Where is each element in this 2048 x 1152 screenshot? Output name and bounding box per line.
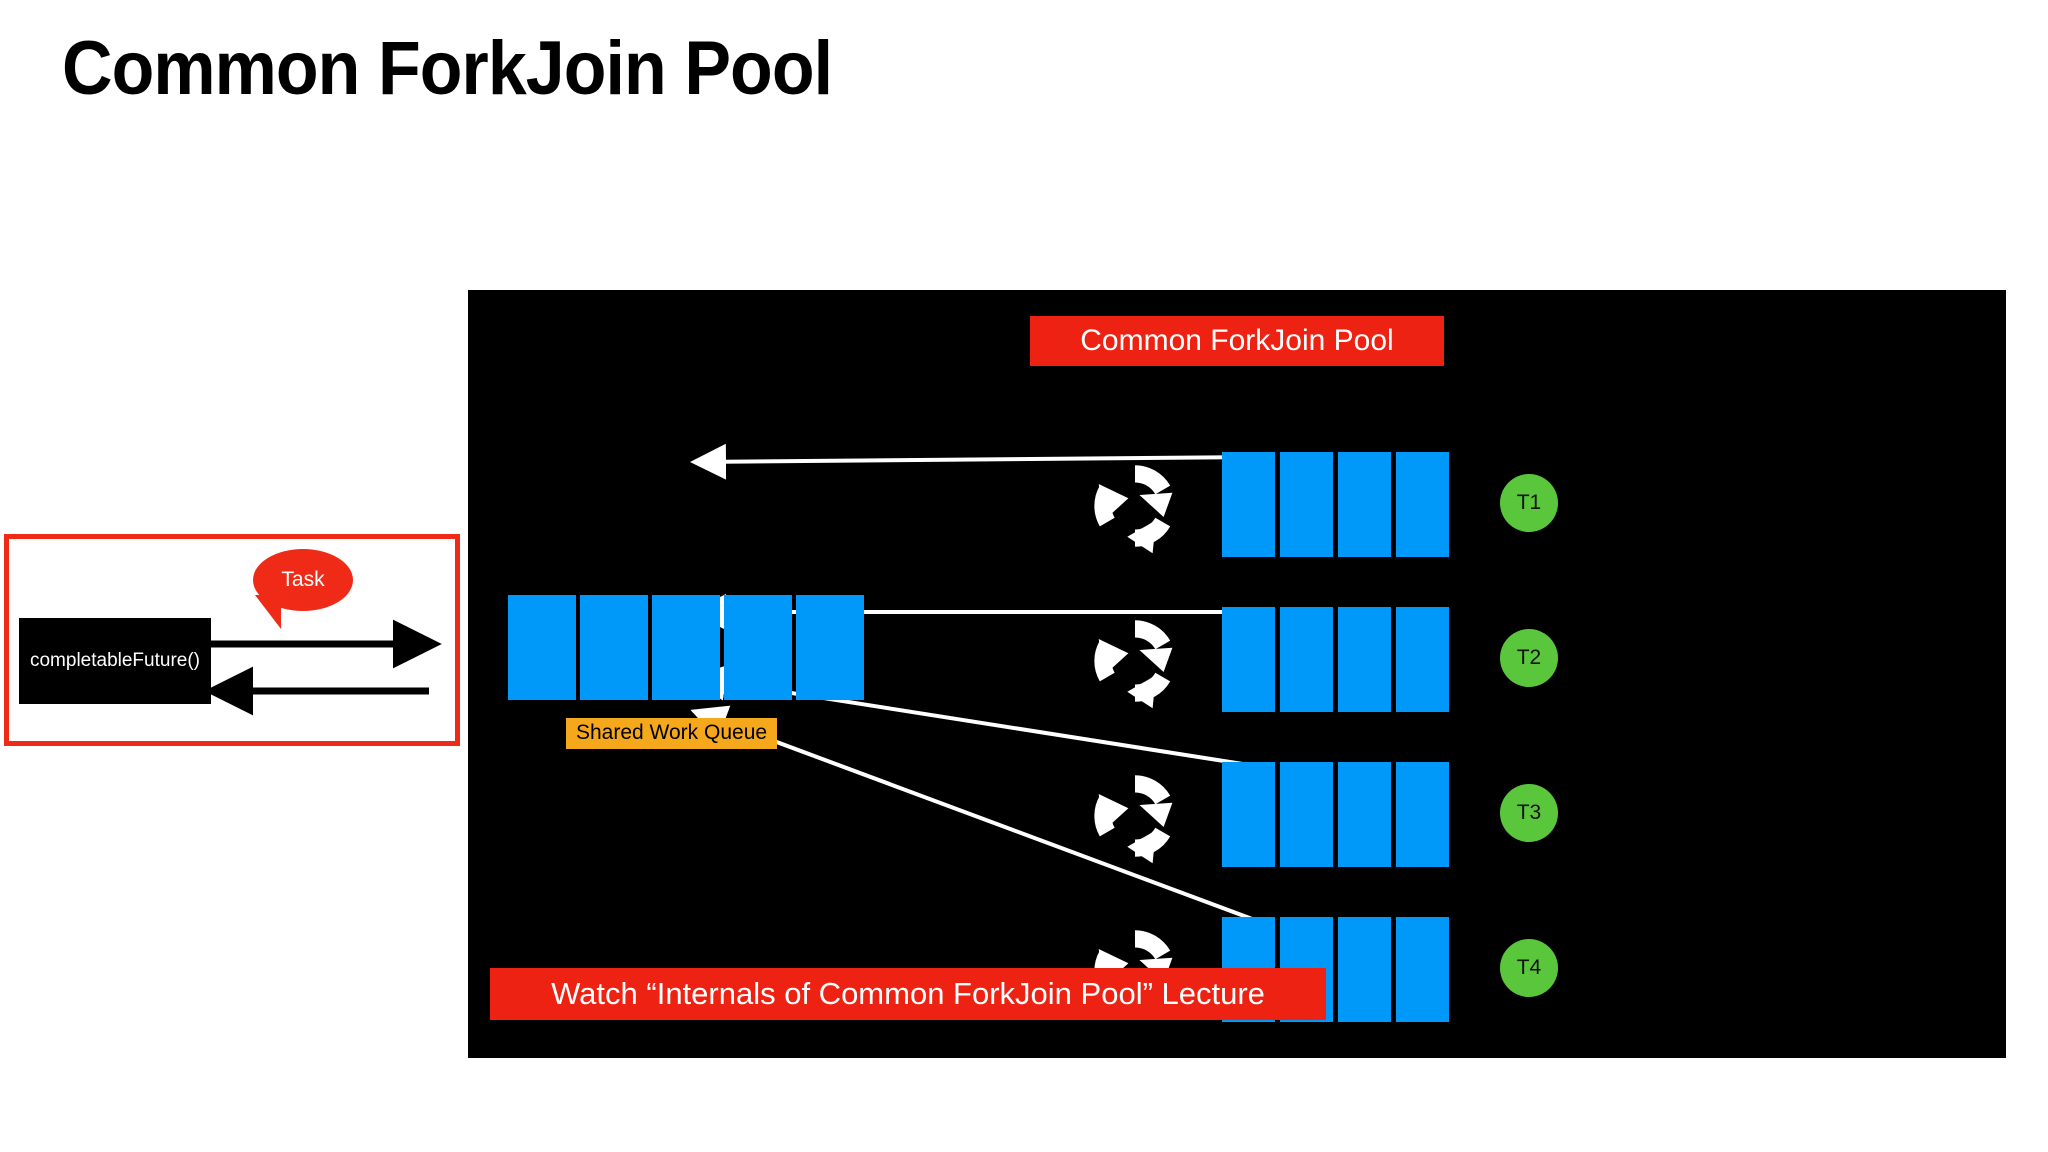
common-forkjoin-pool-panel: Common ForkJoin Pool Shared Work Queue	[468, 290, 2006, 1058]
pool-header-banner-label: Common ForkJoin Pool	[1080, 324, 1394, 357]
worker-deque-t1	[1222, 452, 1449, 557]
page-title: Common ForkJoin Pool	[62, 26, 833, 111]
thread-chip-t3: T3	[1500, 784, 1558, 842]
deque-cell	[1280, 607, 1333, 712]
deque-cell	[1338, 607, 1391, 712]
shared-work-queue	[508, 595, 864, 700]
completable-future-box: completableFuture()	[19, 618, 211, 704]
deque-cell	[1280, 452, 1333, 557]
thread-chip-label: T1	[1516, 491, 1542, 514]
task-bubble-label: Task	[281, 568, 325, 591]
task-bubble: Task	[253, 549, 353, 611]
deque-cell	[1396, 917, 1449, 1022]
deque-cell	[1338, 917, 1391, 1022]
deque-cell	[1396, 607, 1449, 712]
shared-queue-cell	[796, 595, 864, 700]
steal-arrow-t4	[690, 705, 1264, 925]
deque-cell	[1222, 607, 1275, 712]
caller-arrows-group	[204, 619, 442, 716]
deque-cell	[1222, 452, 1275, 557]
deque-cell	[1280, 762, 1333, 867]
worker-deque-t3	[1222, 762, 1449, 867]
cycle-arrows-icon	[1094, 465, 1173, 554]
deque-cell	[1338, 762, 1391, 867]
thread-chip-label: T4	[1516, 956, 1542, 979]
thread-chip-t4: T4	[1500, 939, 1558, 997]
thread-chip-label: T2	[1516, 646, 1542, 669]
lecture-banner-label: Watch “Internals of Common ForkJoin Pool…	[551, 976, 1265, 1011]
thread-chip-t2: T2	[1500, 629, 1558, 687]
deque-cell	[1338, 452, 1391, 557]
shared-queue-cell	[508, 595, 576, 700]
cycle-arrows-icon	[1094, 620, 1173, 709]
shared-queue-cell	[580, 595, 648, 700]
deque-cell	[1222, 762, 1275, 867]
cycle-arrows-icon	[1094, 775, 1173, 864]
steal-arrow-t1	[690, 443, 1261, 480]
lecture-banner[interactable]: Watch “Internals of Common ForkJoin Pool…	[490, 968, 1326, 1020]
pool-header-banner: Common ForkJoin Pool	[1030, 316, 1444, 366]
caller-panel: completableFuture()	[4, 534, 460, 746]
deque-cell	[1396, 452, 1449, 557]
thread-chip-t1: T1	[1500, 474, 1558, 532]
shared-queue-cell	[724, 595, 792, 700]
shared-queue-cell	[652, 595, 720, 700]
thread-chip-label: T3	[1516, 801, 1542, 824]
shared-work-queue-label: Shared Work Queue	[566, 718, 778, 749]
completable-future-label: completableFuture()	[29, 650, 201, 671]
deque-cell	[1396, 762, 1449, 867]
worker-deque-t2	[1222, 607, 1449, 712]
